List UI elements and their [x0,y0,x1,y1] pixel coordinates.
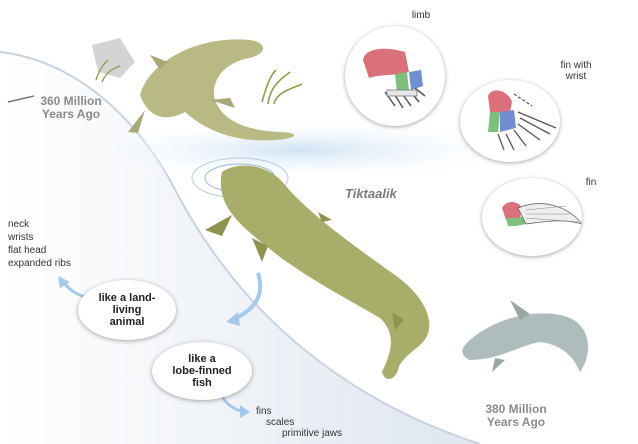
fish-illustration [462,300,588,372]
species-label: Tiktaalik [345,186,397,201]
panel-fin [482,178,582,256]
lobe-fish-bubble: like a lobe-finned fish [152,342,252,400]
land-animal-bubble: like a land- living animal [78,280,176,340]
panel-limb [345,26,445,126]
land-trait: neck [8,218,71,231]
fish-trait: fins [256,406,342,417]
land-trait: flat head [8,244,71,257]
panel-title-limb: limb [396,10,446,21]
panel-title-fin-with-wrist: fin with wrist [546,60,606,82]
panel-fin-with-wrist [460,80,560,162]
lobe-fish-traits-list: fins scales primitive jaws [256,406,342,439]
land-trait: wrists [8,231,71,244]
land-trait: expanded ribs [8,257,71,270]
lobe-fish-bubble-text: like a lobe-finned fish [172,353,231,389]
land-animal-bubble-text: like a land- living animal [99,292,156,328]
time-label-380: 380 Million Years Ago [476,403,556,429]
fish-trait: scales [256,417,342,428]
fish-trait: primitive jaws [256,428,342,439]
land-traits-list: neck wrists flat head expanded ribs [8,218,71,270]
time-label-360: 360 Million Years Ago [36,95,106,121]
